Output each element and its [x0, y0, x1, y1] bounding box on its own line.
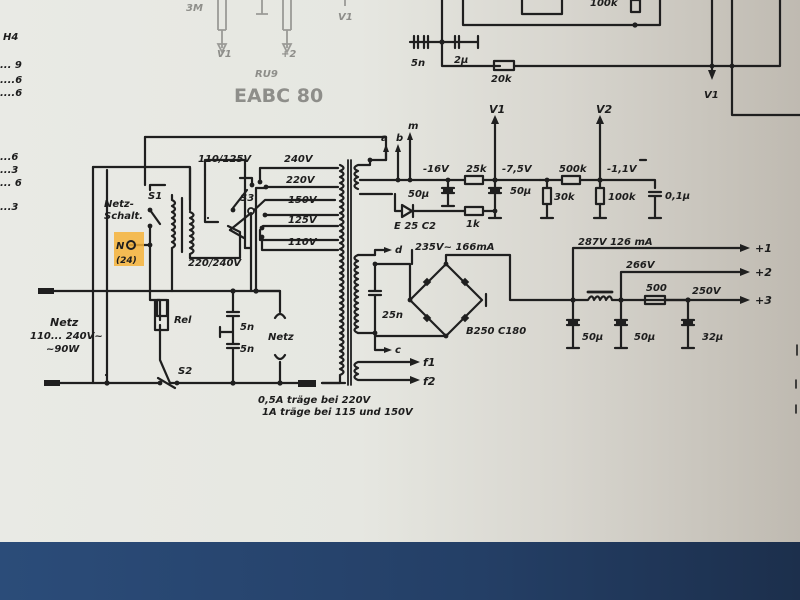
tap-150v: 150V [288, 195, 318, 206]
margin-row: ...3 [0, 202, 18, 213]
output-plus1: +1 [755, 242, 772, 255]
resistor-500k: 500k [559, 164, 588, 175]
tap-label-110-125: 110/125V [198, 154, 252, 165]
cap-25n: 25n [382, 310, 403, 321]
cap-5n-1: 5n [240, 322, 254, 333]
secondary-rating: 235V~ 166mA [415, 242, 495, 253]
fuse-note-1: 0,5A träge bei 220V [258, 395, 372, 406]
output-m: m [408, 121, 418, 132]
cap-2u-top: 2µ [454, 55, 468, 66]
outlet-label: Netz [268, 332, 294, 343]
margin-row: ....6 [0, 88, 22, 99]
margin-row: ...6 [0, 152, 18, 163]
tube-type-label: EABC 80 [234, 85, 323, 107]
v1-output-label: V1 [704, 90, 719, 101]
resistor-30k: 30k [554, 192, 576, 203]
resistor-500: 500 [646, 283, 667, 294]
mains-label-range: 110... 240V~ [30, 331, 103, 342]
arrow-label-v1-b: V1 [338, 12, 353, 23]
relay-label: Rel [174, 315, 192, 326]
cap-50u-hv1: 50µ [582, 332, 603, 343]
switch-s2-label: S2 [178, 366, 192, 377]
mains-plug-pin-1 [38, 288, 54, 294]
v-plus1: 287V 126 mA [578, 237, 653, 248]
tap-240v: 240V [284, 154, 314, 165]
output-a: a [381, 133, 388, 144]
resistor-20k: 20k [491, 74, 513, 85]
voltage-selector: S3 110/125V 220/240V 240V 220V 150V 125V… [188, 154, 352, 386]
margin-row: ... 6 [0, 178, 22, 189]
margin-row: ...3 [0, 165, 18, 176]
v-minus75: -7,5V [502, 164, 533, 175]
cap-5n-2: 5n [240, 344, 254, 355]
tap-110v: 110V [288, 237, 318, 248]
resistor-100k-bias: 100k [608, 192, 637, 203]
netz-schalt-label-2: Schalt. [104, 211, 143, 222]
v-minus16: -16V [423, 164, 450, 175]
mains-label-title: Netz [50, 316, 79, 329]
cap-50u-2: 50µ [510, 186, 531, 197]
margin-row: ... 9 [0, 60, 22, 71]
v1-label: V1 [489, 103, 505, 116]
rectifier-label: B250 C180 [466, 326, 526, 337]
right-edge-marks [795, 344, 798, 414]
arrow-label-plus2: +2 [281, 49, 296, 60]
netz-schalt-label-1: Netz- [104, 199, 134, 210]
tap-label-220-240: 220/240V [188, 258, 242, 269]
fuse-icon [298, 380, 316, 387]
margin-row: ....6 [0, 75, 22, 86]
desk-surface [0, 542, 800, 600]
tube-stage-label: RU9 [255, 69, 278, 80]
output-plus3: +3 [755, 294, 772, 307]
cap-50u-1: 50µ [408, 189, 429, 200]
cap-0-1u: 0,1µ [665, 191, 690, 202]
heater-output-f2: f2 [423, 375, 436, 388]
output-plus2: +2 [755, 266, 772, 279]
v2-label: V2 [596, 103, 613, 116]
output-b: b [396, 133, 403, 144]
mains-label-power: ~90W [46, 344, 80, 355]
fuse-note-2: 1A träge bei 115 und 150V [262, 407, 414, 418]
cap-32u: 32µ [702, 332, 723, 343]
v-plus2: 266V [626, 260, 656, 271]
resistor-100k: 100k [590, 0, 619, 9]
bias-supply: a b m E 25 C2 -16V 50µ 25k 1k V1 50µ -7,… [353, 103, 690, 232]
top-right-circuit: 5n 2µ 20k 100k V1 [408, 0, 800, 117]
mains-plug-pin-2 [44, 380, 60, 386]
tap-d: d [395, 245, 403, 256]
indicator-label: N [116, 241, 125, 252]
tap-c: c [395, 345, 401, 356]
margin-header: H4 [3, 32, 18, 43]
tap-220v: 220V [286, 175, 316, 186]
arrow-label-v1: V1 [217, 49, 232, 60]
indicator-sub-label: (24) [116, 256, 137, 266]
tap-125v: 125V [288, 215, 318, 226]
cap-5n-top: 5n [411, 58, 425, 69]
v-plus3: 250V [692, 286, 722, 297]
switch-s1-label: S1 [148, 191, 162, 202]
diode-label: E 25 C2 [394, 221, 436, 232]
switch-s3-label: S3 [240, 193, 254, 204]
cap-50u-hv2: 50µ [634, 332, 655, 343]
label-3m: 3M [186, 3, 203, 14]
left-margin-list: H4 ... 9 ....6 ....6 ...6 ...3 ... 6 ...… [0, 32, 22, 213]
heater-output-f1: f1 [423, 356, 435, 369]
resistor-1k: 1k [466, 219, 481, 230]
v-minus11: -1,1V [607, 164, 638, 175]
hv-supply: d c 235V~ 166mA 25n B250 C180 287V 126 m… [353, 237, 772, 388]
resistor-25k: 25k [466, 164, 488, 175]
tube-stage-top: 3M V1 +2 V1 RU9 EABC 80 [186, 0, 353, 107]
indicator-lamp-icon [126, 240, 136, 250]
